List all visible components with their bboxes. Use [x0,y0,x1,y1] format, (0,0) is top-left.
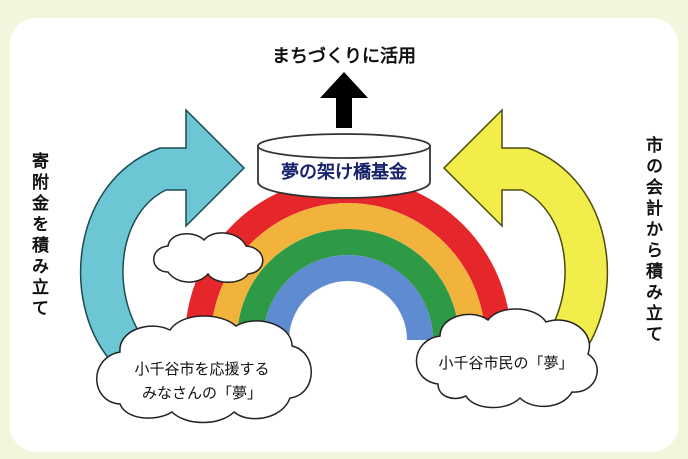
left-vertical-label: 寄附金を積み立て [28,152,48,320]
rainbow-band-orange [211,203,485,341]
left-cloud-icon [96,315,312,424]
right-cloud-icon [415,308,598,409]
drum-icon [257,133,431,199]
top-label: まちづくりに活用 [272,45,416,67]
rainbow-band-blue [263,255,433,341]
left-cloud-line-1: 小千谷市を応援する [134,360,269,378]
right-curved-arrow-icon [442,108,609,361]
drum-top [257,133,431,159]
small-cloud-icon [153,232,264,283]
rainbow-band-green [237,229,459,341]
fund-label: 夢の架け橋基金 [281,161,408,183]
drum-body [257,145,431,199]
right-cloud-text: 小千谷市民の「夢」 [438,354,573,372]
right-vertical-label: 市の会計から積み立て [642,136,662,346]
left-cloud-line-2: みなさんの「夢」 [142,384,262,402]
left-curved-arrow-icon [79,108,246,361]
up-arrow-icon [320,72,368,128]
